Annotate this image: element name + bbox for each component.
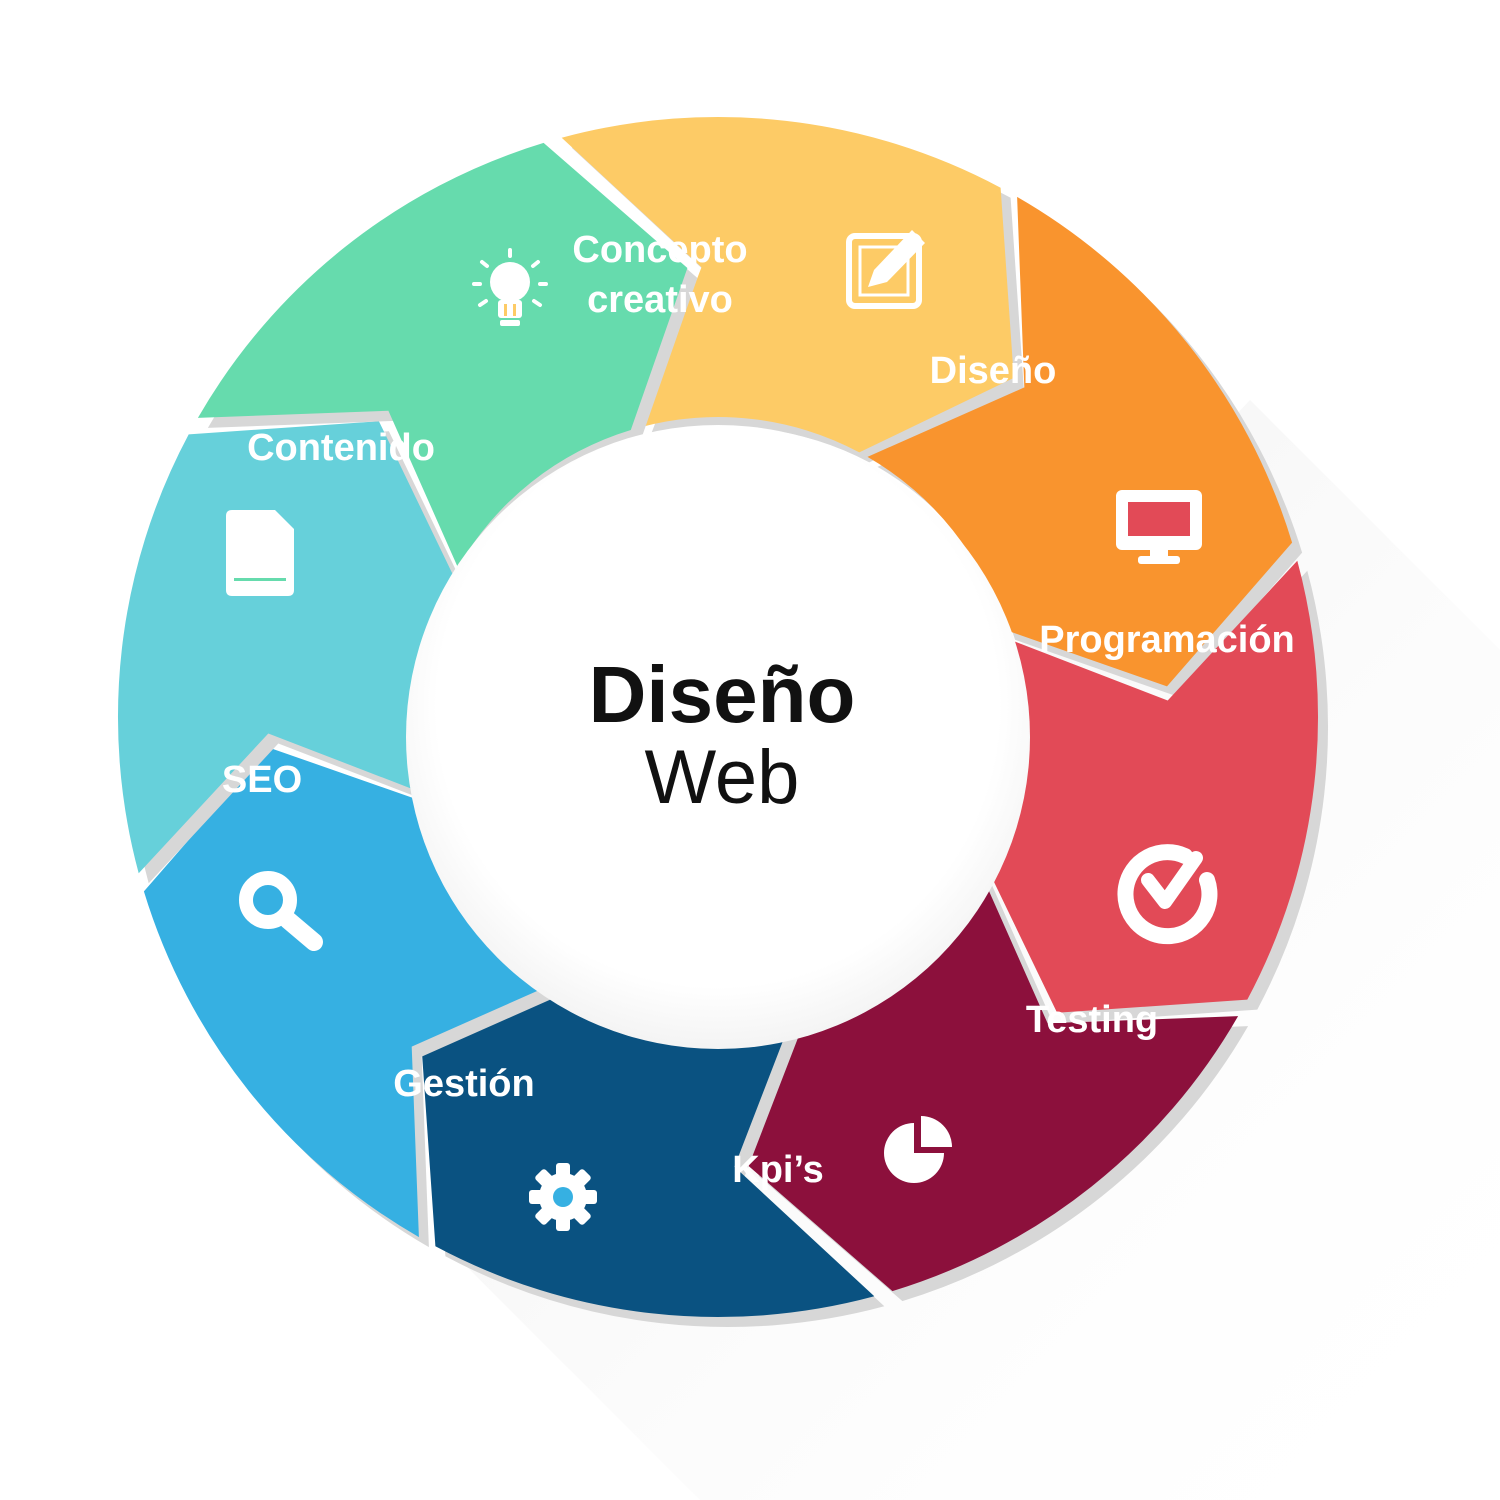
- lightbulb-icon: [472, 248, 548, 326]
- segment-testing: [748, 866, 1239, 1292]
- label-testing: Testing: [1026, 999, 1158, 1041]
- label-gestion: Gestión: [393, 1063, 534, 1105]
- segment-diseno: [867, 196, 1293, 687]
- segment-concepto: [561, 116, 1014, 453]
- document-icon: [226, 510, 294, 596]
- segment-programacion: [982, 560, 1319, 1013]
- center-hub: Diseño Web: [406, 425, 1030, 1049]
- label-kpis: Kpi’s: [732, 1149, 824, 1191]
- search-icon: [239, 871, 323, 951]
- pie-chart-icon: [884, 1116, 952, 1183]
- segment-kpis: [422, 981, 875, 1318]
- segment-seo: [117, 421, 454, 874]
- label-concepto-line1: Concepto: [572, 229, 747, 271]
- label-seo: SEO: [222, 759, 302, 801]
- edit-pencil-icon: [846, 230, 925, 309]
- monitor-icon: [1116, 490, 1202, 564]
- segment-contenido: [197, 142, 688, 568]
- gear-icon: [529, 1163, 597, 1231]
- label-diseno: Diseño: [930, 350, 1057, 392]
- center-title: Diseño: [589, 650, 856, 739]
- label-concepto-line2: creativo: [587, 279, 733, 321]
- segment-label-concepto: Concepto creativo: [572, 229, 747, 321]
- center-subtitle: Web: [645, 735, 800, 820]
- label-contenido: Contenido: [247, 427, 435, 469]
- check-circle-icon: [1117, 844, 1218, 945]
- center-circle: [406, 425, 1030, 1049]
- label-programacion: Programación: [1039, 619, 1295, 661]
- segment-gestion: [143, 747, 569, 1238]
